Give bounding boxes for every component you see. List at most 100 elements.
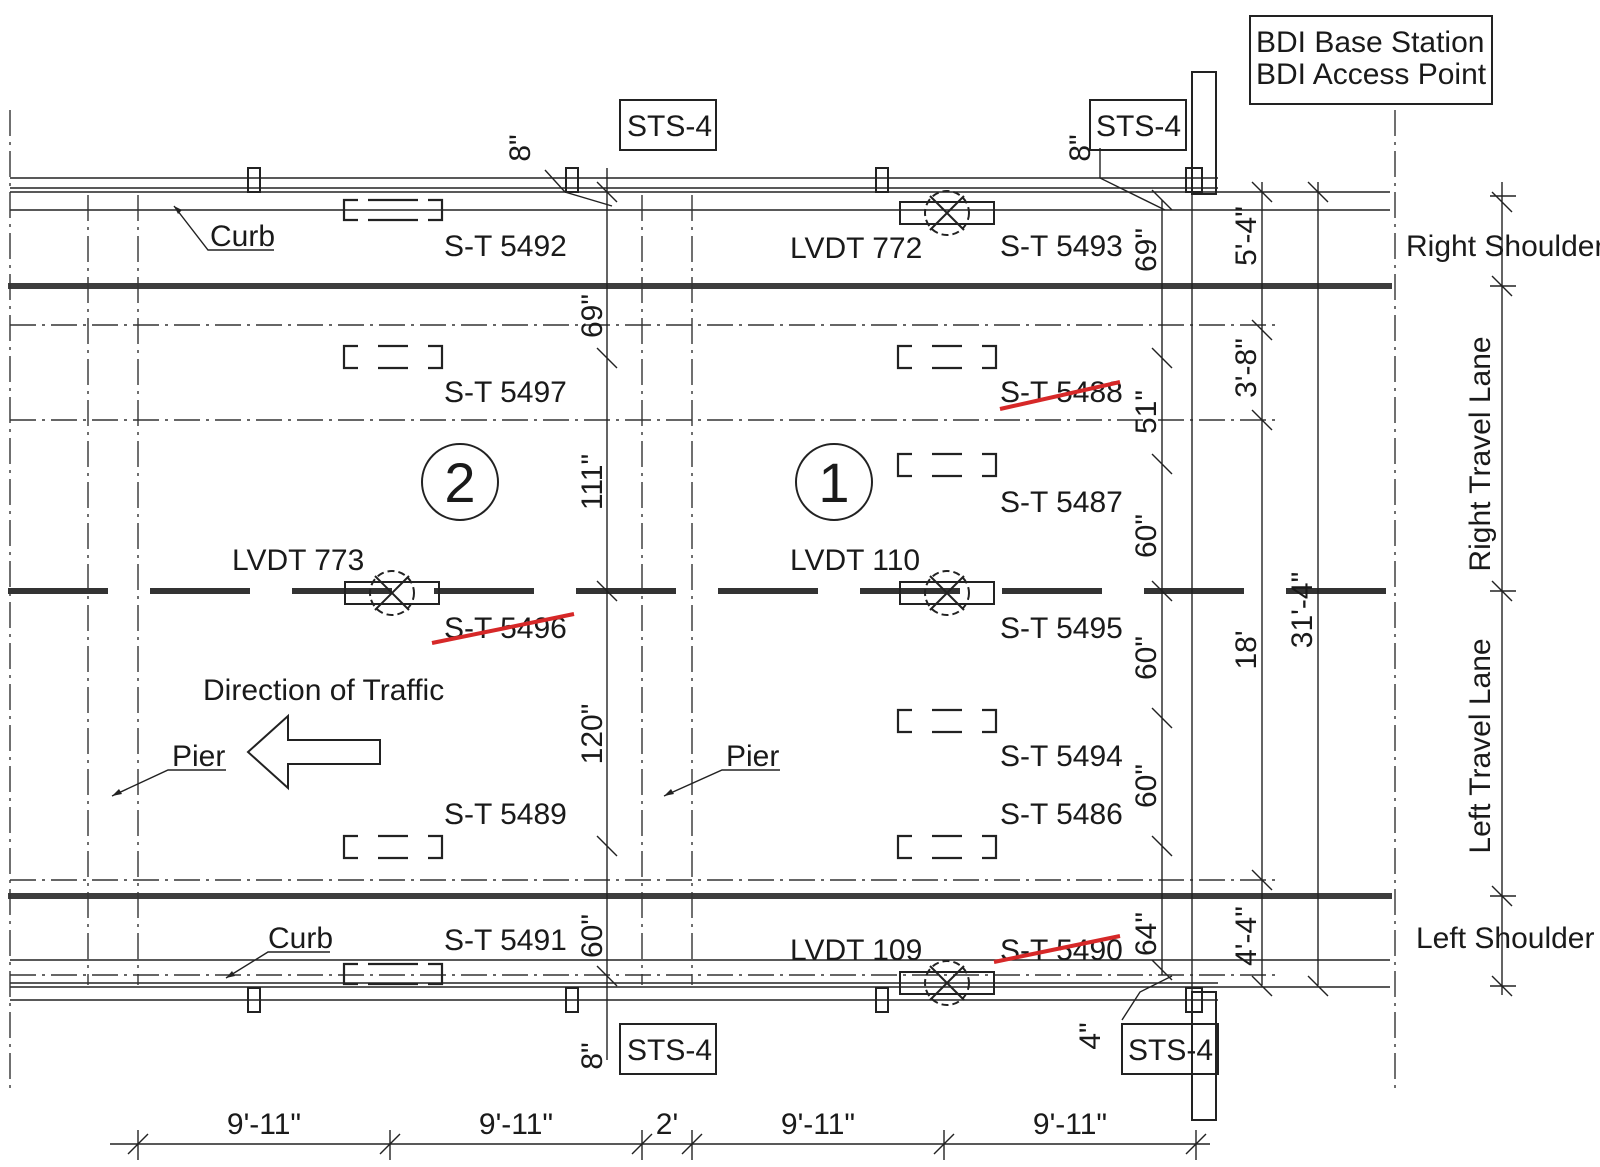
- sts-label: STS-4: [627, 1034, 712, 1067]
- access-point-mast-top: [1191, 71, 1217, 195]
- post: [247, 167, 261, 193]
- sts-label: STS-4: [1128, 1034, 1213, 1067]
- leader-line: [1121, 975, 1173, 1021]
- post: [1185, 167, 1203, 193]
- post: [1185, 987, 1203, 1013]
- post: [565, 167, 579, 193]
- dim-9-11-e: 9'-11": [1033, 1108, 1107, 1141]
- traffic-direction-label: Direction of Traffic: [203, 674, 444, 707]
- dim-3-8: 3'-8": [1230, 338, 1263, 398]
- gage-label-5492: S-T 5492: [444, 230, 567, 263]
- pier-label-left: Pier: [172, 740, 225, 773]
- arrowhead: [112, 789, 122, 796]
- sts-label: STS-4: [1096, 110, 1181, 143]
- gage-label-5486: S-T 5486: [1000, 798, 1123, 831]
- dim-69-right: 69": [1130, 228, 1163, 272]
- dim-120: 120": [576, 704, 609, 765]
- dim-60-a: 60": [1130, 514, 1163, 558]
- gage-label-5497: S-T 5497: [444, 376, 567, 409]
- gage-label-5487: S-T 5487: [1000, 486, 1123, 519]
- gage-label-5495: S-T 5495: [1000, 612, 1123, 645]
- strain-gage-5492: [342, 198, 444, 222]
- span-number-1: 1: [818, 451, 849, 514]
- dim-8-bottom: 8": [576, 1042, 609, 1069]
- dim-8-top-left: 8": [504, 134, 537, 161]
- dim-4-4: 4'-4": [1230, 906, 1263, 966]
- span-marker-2: [421, 443, 499, 521]
- removed-gage-strike: [999, 380, 1121, 411]
- dim-31-4: 31'-4": [1286, 572, 1319, 648]
- pier-leader-right: [663, 769, 780, 797]
- sts-label: STS-4: [627, 110, 712, 143]
- post: [875, 987, 889, 1013]
- lane-label-right-shoulder: Right Shoulder: [1406, 230, 1600, 263]
- traffic-arrow-icon: [246, 713, 381, 791]
- removed-gage-strike: [993, 934, 1121, 964]
- dim-9-11-a: 9'-11": [227, 1108, 301, 1141]
- gage-label-5489: S-T 5489: [444, 798, 567, 831]
- dim-64: 64": [1130, 912, 1163, 956]
- access-point-mast-bottom: [1191, 991, 1217, 1121]
- dim-ticks-vertical: [596, 181, 1329, 997]
- post: [565, 987, 579, 1013]
- dim-60-b: 60": [1130, 636, 1163, 680]
- lvdt-773: [344, 570, 440, 616]
- pier-leader-left: [111, 769, 226, 797]
- dim-60-left: 60": [576, 914, 609, 958]
- curb-label-bottom: Curb: [268, 922, 333, 955]
- sts-box-bottom-left: [619, 1023, 717, 1075]
- lvdt-label-772: LVDT 772: [790, 232, 922, 265]
- strain-gage-5486: [896, 834, 998, 860]
- dim-5-4: 5'-4": [1230, 206, 1263, 266]
- lvdt-label-110: LVDT 110: [790, 544, 920, 577]
- lvdt-110: [899, 570, 995, 616]
- sts-box-bottom-right: [1121, 1023, 1219, 1075]
- gage-label-5493: S-T 5493: [1000, 230, 1123, 263]
- dim-9-11-d: 9'-11": [781, 1108, 855, 1141]
- dim-51: 51": [1130, 390, 1163, 434]
- dim-9-11-b: 9'-11": [479, 1108, 553, 1141]
- span-number-2: 2: [444, 451, 475, 514]
- lvdt-label-773: LVDT 773: [232, 544, 364, 577]
- legend-box: [1249, 15, 1493, 105]
- dim-8-top-right: 8": [1064, 134, 1097, 161]
- dim-18: 18': [1230, 630, 1263, 669]
- lane-label-left-shoulder: Left Shoulder: [1416, 922, 1594, 955]
- strain-gage-5497: [342, 344, 444, 370]
- legend-access-point: BDI Access Point: [1256, 58, 1487, 91]
- pier-label-right: Pier: [726, 740, 779, 773]
- dim-ticks-bottom: [127, 1130, 1207, 1160]
- dim-2: 2': [656, 1108, 678, 1141]
- strain-gage-5489: [342, 834, 444, 860]
- removed-gage-strike: [431, 612, 575, 645]
- arrowhead: [174, 206, 182, 214]
- lane-label-left-travel: Left Travel Lane: [1464, 638, 1497, 853]
- arrowhead: [664, 789, 674, 796]
- curb-leader-bottom: [225, 951, 330, 979]
- dim-4: 4": [1074, 1022, 1107, 1049]
- sts-box-top-left: [619, 99, 717, 151]
- dim-69-mid: 69": [576, 294, 609, 338]
- gage-label-5491: S-T 5491: [444, 924, 567, 957]
- lane-label-right-travel: Right Travel Lane: [1464, 336, 1497, 571]
- arrowhead: [226, 971, 235, 978]
- leader-line: [1099, 148, 1166, 211]
- leader-line: [544, 169, 613, 207]
- lvdt-772: [899, 190, 995, 236]
- gage-label-5494: S-T 5494: [1000, 740, 1123, 773]
- span-marker-1: [795, 443, 873, 521]
- dim-111: 111": [576, 454, 609, 510]
- sts-box-top-right: [1089, 99, 1187, 151]
- legend-base-station: BDI Base Station: [1256, 26, 1484, 59]
- dim-60-c: 60": [1130, 764, 1163, 808]
- lvdt-109: [899, 960, 995, 1006]
- lvdt-label-109: LVDT 109: [790, 934, 922, 967]
- strain-gage-5494: [896, 708, 998, 734]
- strain-gage-5487: [896, 452, 998, 478]
- strain-gage-5488: [896, 344, 998, 370]
- post: [247, 987, 261, 1013]
- post: [875, 167, 889, 193]
- strain-gage-5491: [342, 962, 444, 986]
